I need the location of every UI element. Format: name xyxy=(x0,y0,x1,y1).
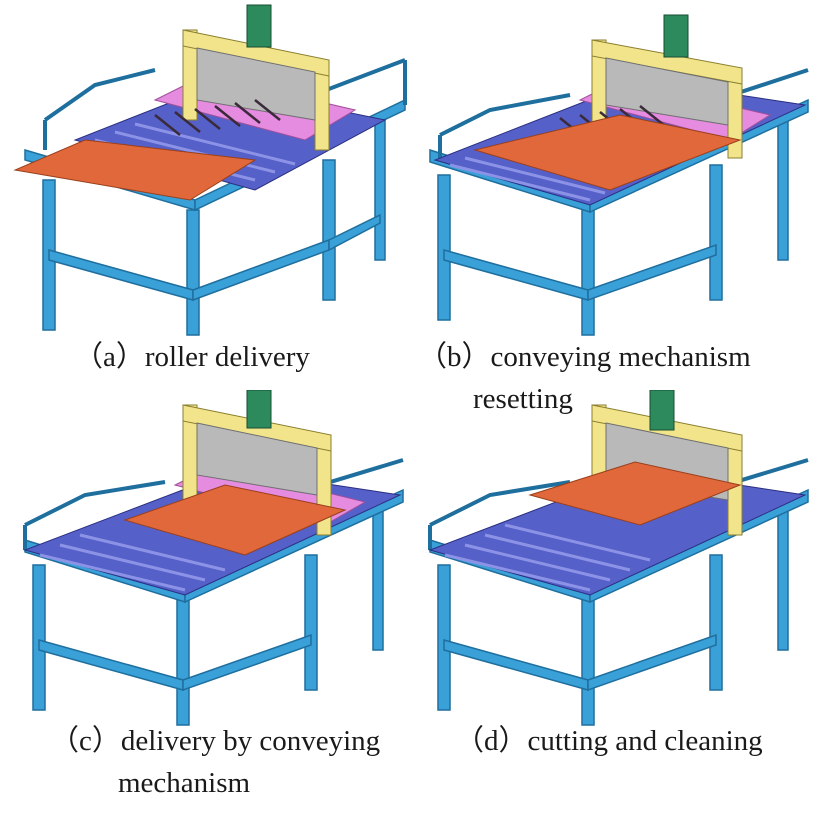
machine-illustration-d xyxy=(428,390,809,726)
caption-a: （a）roller delivery xyxy=(74,341,310,373)
panel-d xyxy=(410,390,820,730)
material-sheet xyxy=(13,139,257,201)
material-sheet xyxy=(528,461,742,526)
panel-c xyxy=(5,390,415,730)
caption-b-cont: resetting xyxy=(473,383,573,415)
motor-icon xyxy=(246,390,272,429)
cutter-blades xyxy=(154,99,281,136)
panel-a xyxy=(5,0,415,340)
caption-c: （c）delivery by conveying xyxy=(50,725,381,757)
gantry xyxy=(591,14,743,159)
material-sheet xyxy=(123,484,347,556)
material-sheet xyxy=(473,114,742,191)
caption-c-cont: mechanism xyxy=(118,767,251,799)
gantry xyxy=(182,390,332,536)
machine-illustration-a xyxy=(13,4,407,336)
caption-d: （d）cutting and cleaning xyxy=(455,725,763,757)
motor-icon xyxy=(649,390,675,431)
motor-icon xyxy=(246,4,272,48)
gantry xyxy=(182,4,330,151)
panel-b xyxy=(410,0,820,340)
machine-illustration-c xyxy=(23,390,404,726)
machine-illustration-b xyxy=(429,14,809,336)
motor-icon xyxy=(663,14,689,58)
caption-b: （b）conveying mechanism xyxy=(418,341,751,373)
